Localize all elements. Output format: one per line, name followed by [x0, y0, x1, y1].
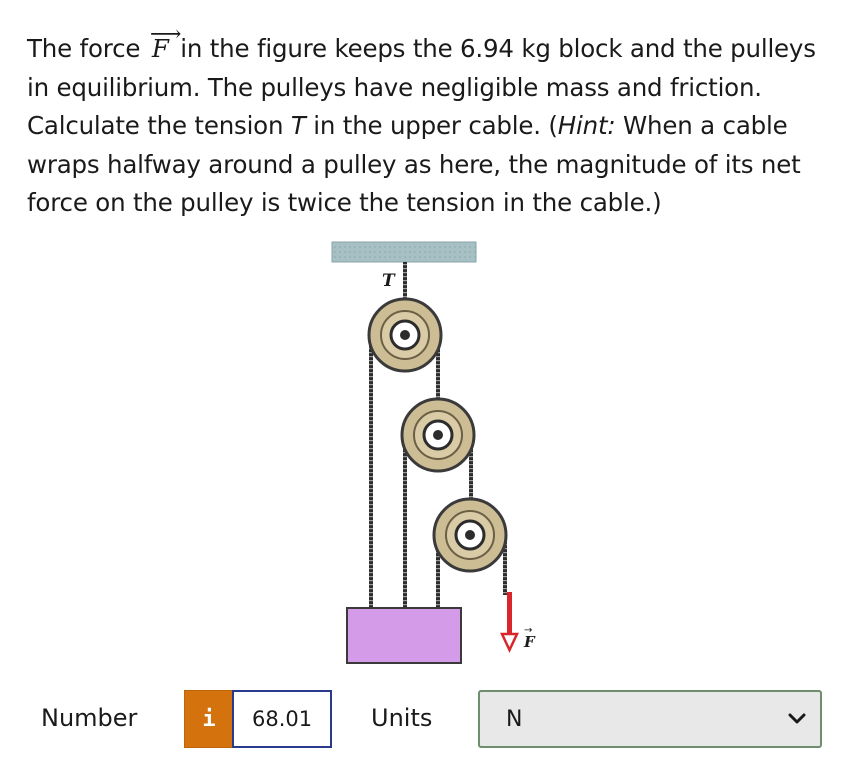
mass-block — [346, 607, 462, 664]
cable-left-3 — [436, 535, 440, 608]
hint-label: Hint: — [557, 111, 616, 140]
pulley-bottom — [432, 497, 508, 573]
units-label: Units — [371, 704, 433, 732]
question-part: in the figure keeps the 6.94 kg block an… — [27, 34, 816, 140]
chevron-down-icon — [788, 713, 806, 724]
ceiling-bar — [331, 241, 477, 263]
question-part: When a cable wraps halfway around a pull… — [27, 111, 801, 217]
pulley-middle — [400, 397, 476, 473]
cable-left-2 — [403, 435, 407, 608]
info-icon[interactable]: i — [184, 690, 234, 748]
number-label: Number — [41, 704, 138, 732]
force-vector-symbol: ⟶F — [148, 22, 182, 69]
units-selected-value: N — [506, 707, 523, 732]
question-part: The force — [27, 34, 148, 63]
force-arrow — [500, 592, 519, 653]
cable-right-1 — [436, 335, 440, 435]
question-text: The force ⟶F in the figure keeps the 6.9… — [27, 22, 842, 223]
label-T: T — [382, 271, 396, 291]
label-F: F — [523, 633, 536, 651]
cable-right-2 — [469, 435, 473, 535]
units-select[interactable]: N — [478, 690, 822, 748]
cable-right-3 — [503, 535, 507, 595]
vector-arrow-icon: ⟶ — [149, 22, 182, 47]
answer-row: Number i Units N — [0, 690, 858, 750]
question-part: in the upper cable. ( — [305, 111, 558, 140]
cable-left-1 — [369, 335, 373, 608]
label-F-arrow-icon: → — [524, 625, 532, 636]
tension-symbol: T — [290, 111, 306, 140]
pulley-figure: T F → — [331, 241, 536, 664]
pulley-top — [367, 297, 443, 373]
force-symbol: F — [151, 34, 169, 63]
upper-cable — [403, 262, 407, 332]
number-input[interactable] — [232, 690, 332, 748]
